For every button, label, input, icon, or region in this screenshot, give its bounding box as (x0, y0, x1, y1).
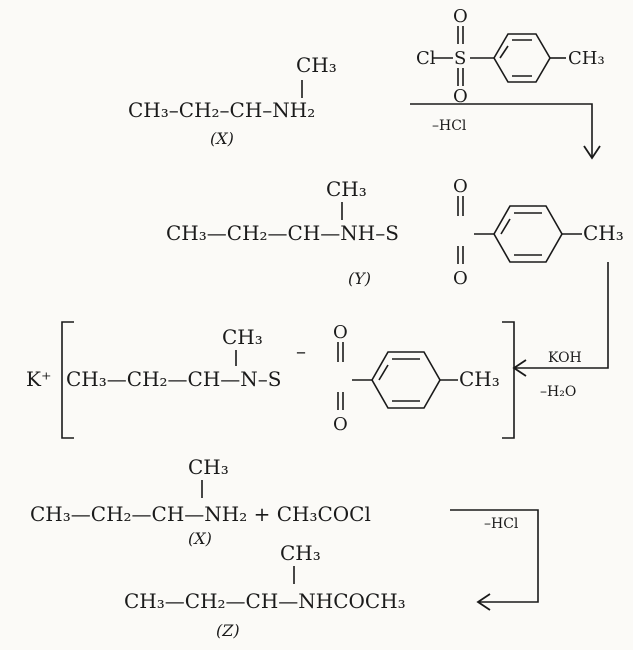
x-methyl-branch: CH₃ (296, 53, 337, 77)
product-z: CH₃ CH₃—CH₂—CH—NHCOCH₃ (Z) (124, 541, 406, 640)
benzene-ring-1 (493, 33, 551, 83)
potassium-salt: K⁺ CH₃ CH₃—CH₂—CH—N–S – O O CH₃ (26, 321, 515, 439)
x-chain: CH₃–CH₂–CH–NH₂ (128, 98, 315, 122)
z-label: (Z) (216, 621, 240, 640)
salt-o-top: O (333, 322, 348, 343)
left-bracket (61, 321, 74, 439)
z-methyl-branch: CH₃ (280, 541, 321, 565)
arrow-3-head (476, 593, 491, 611)
ring1-inner-3 (499, 45, 509, 59)
arrow-2: KOH –H₂O (512, 262, 609, 400)
arrow-3-line (450, 509, 539, 603)
y-ring-ch3: CH₃ (583, 221, 624, 245)
salt-chain: CH₃—CH₂—CH—N–S (66, 367, 281, 391)
tosyl-ch3: CH₃ (568, 48, 605, 69)
arrow-2-condition: –H₂O (540, 384, 576, 400)
tosyl-cl: Cl (416, 48, 436, 69)
benzene-ring-2 (493, 205, 563, 263)
reaction-3: CH₃ CH₃—CH₂—CH—NH₂ + CH₃COCl (X) (30, 455, 371, 548)
benzene-ring-3 (371, 351, 441, 409)
r3-reactants: CH₃—CH₂—CH—NH₂ + CH₃COCl (30, 502, 371, 526)
tosyl-s: S (454, 48, 466, 69)
z-chain: CH₃—CH₂—CH—NHCOCH₃ (124, 589, 406, 613)
ring3-inner-3 (378, 364, 389, 381)
r3-x-label: (X) (188, 529, 212, 548)
y-label: (Y) (348, 269, 371, 288)
reactant-x: CH₃ CH₃–CH₂–CH–NH₂ (X) (128, 53, 337, 148)
salt-methyl-branch: CH₃ (222, 325, 263, 349)
tosyl-chloride: Cl S O O CH₃ (416, 6, 605, 107)
arrow-3-condition: –HCl (484, 516, 519, 532)
ring2-inner-3 (500, 218, 511, 235)
tosyl-o-top: O (453, 6, 468, 27)
arrow-1-condition: –HCl (432, 118, 467, 134)
right-bracket (502, 321, 515, 439)
y-o-bottom: O (453, 268, 468, 289)
tosyl-o-bottom: O (453, 86, 468, 107)
arrow-1-line (410, 103, 593, 158)
salt-n-charge: – (296, 339, 306, 363)
arrow-1-head (583, 145, 601, 160)
arrow-2-reagent: KOH (548, 350, 582, 366)
y-o-top: O (453, 176, 468, 197)
salt-ring-ch3: CH₃ (459, 367, 500, 391)
x-label: (X) (210, 129, 234, 148)
salt-o-bottom: O (333, 414, 348, 435)
y-chain: CH₃—CH₂—CH—NH–S (166, 221, 399, 245)
y-methyl-branch: CH₃ (326, 177, 367, 201)
arrow-3: –HCl (450, 509, 539, 611)
r3-methyl-branch: CH₃ (188, 455, 229, 479)
salt-cation: K⁺ (26, 367, 52, 391)
arrow-2-line (514, 262, 609, 369)
arrow-1: –HCl (410, 103, 601, 160)
product-y: CH₃ CH₃—CH₂—CH—NH–S O O CH₃ (Y) (166, 176, 624, 289)
